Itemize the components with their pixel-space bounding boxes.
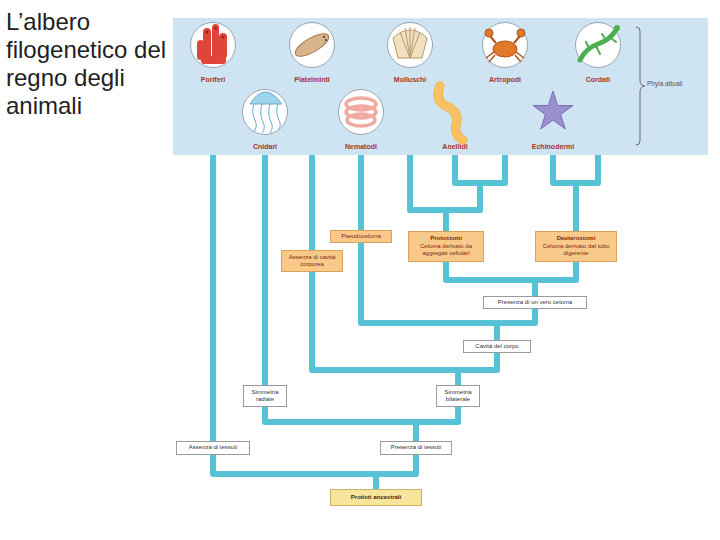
slide-title: L’albero filogenetico del regno degli an… — [6, 8, 174, 120]
trait-box: Assenza di tessuti — [176, 441, 250, 455]
tree-branch — [265, 407, 416, 441]
phylum-name: Poriferi — [179, 76, 247, 84]
phylum-circle — [242, 89, 288, 135]
box-heading: Pseudoceloma — [341, 233, 381, 241]
phylum-node: Anellidi — [427, 89, 483, 155]
trait-box: Cavità del corpo — [463, 340, 531, 353]
phylum-node: Molluschi — [382, 22, 438, 155]
trait-box: Pseudoceloma — [330, 230, 392, 243]
box-heading: Protisti ancestrali — [351, 494, 401, 502]
box-heading: Protostomi — [430, 235, 462, 243]
box-body: Celoma derivato da aggregati cellulari — [411, 243, 481, 258]
trait-box: Protisti ancestrali — [330, 489, 422, 506]
box-heading: Assenza di cavità corporea — [284, 254, 340, 269]
phylum-circle — [190, 22, 236, 68]
tree-branch — [576, 155, 598, 231]
box-heading: Cavità del corpo — [475, 343, 518, 351]
phylum-circle — [482, 22, 528, 68]
phylum-node: Artropodi — [477, 22, 533, 155]
trait-box: Presenza di un vero celoma — [483, 296, 587, 309]
tree-branch — [535, 262, 576, 296]
tree-branch — [553, 155, 576, 231]
box-heading: Simmetria radiale — [246, 389, 284, 404]
trait-box: Simmetria radiale — [243, 385, 287, 407]
tree-branch — [458, 353, 497, 385]
phylum-node: Cnidari — [237, 89, 293, 155]
phylum-name: Molluschi — [376, 76, 444, 84]
phylum-node: Platelminti — [284, 22, 340, 155]
tree-branch — [213, 455, 376, 489]
tree-branch — [309, 155, 315, 250]
tree-branch — [446, 155, 480, 231]
phylum-name: Nematodi — [327, 143, 395, 151]
phylum-name: Cordati — [564, 76, 632, 84]
box-heading: Presenza di un vero celoma — [498, 299, 572, 307]
phylum-node: Echinodermi — [525, 89, 581, 155]
tree-branch — [416, 407, 458, 441]
box-body: Celoma derivato dal tubo digerente — [538, 243, 614, 258]
box-heading: Deuterostomi — [557, 235, 596, 243]
box-heading: Assenza di tessuti — [189, 444, 237, 452]
tree-branch — [376, 455, 416, 489]
phylum-name: Echinodermi — [519, 143, 587, 151]
phylum-name: Platelminti — [278, 76, 346, 84]
tree-branch — [262, 155, 268, 385]
phyla-band: Phyla attuali Poriferi Platelminti Mollusch… — [173, 18, 708, 155]
tree-branch — [312, 272, 458, 385]
phylum-name: Cnidari — [231, 143, 299, 151]
tree-branch — [358, 155, 364, 230]
phylum-name: Anellidi — [421, 143, 489, 151]
trait-box: Assenza di cavità corporea — [281, 250, 343, 272]
phylum-circle — [289, 22, 335, 68]
phylum-node: Poriferi — [185, 22, 241, 155]
phylum-circle — [338, 89, 384, 135]
phylum-circle — [575, 22, 621, 68]
tree-branch — [446, 262, 535, 296]
tree-branch — [410, 155, 446, 231]
phylum-circle — [387, 22, 433, 68]
tree-branch — [210, 155, 216, 441]
band-label: Phyla attuali — [647, 80, 691, 88]
phylum-node: Nematodi — [333, 89, 389, 155]
tree-branch — [446, 155, 505, 231]
phylum-name: Artropodi — [471, 76, 539, 84]
box-heading: Presenza di tessuti — [391, 444, 442, 452]
box-heading: Simmetria bilaterale — [439, 389, 477, 404]
trait-box: Presenza di tessuti — [380, 441, 452, 455]
trait-box: ProtostomiCeloma derivato da aggregati c… — [408, 231, 484, 262]
trait-box: Simmetria bilaterale — [436, 385, 480, 407]
tree-branch — [497, 309, 535, 340]
trait-box: DeuterostomiCeloma derivato dal tubo dig… — [535, 231, 617, 262]
phylum-node: Cordati — [570, 22, 626, 155]
